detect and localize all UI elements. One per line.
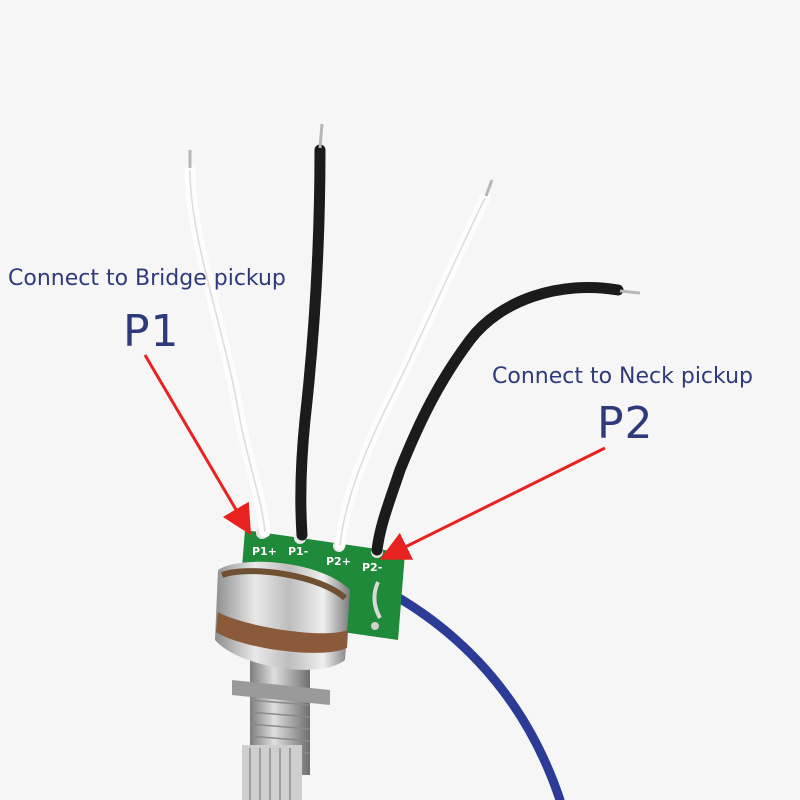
neck-pickup-caption: Connect to Neck pickup <box>492 364 754 389</box>
pad-label-p2minus: P2- <box>362 561 383 574</box>
wire-black-p1minus <box>295 144 326 541</box>
arrow-p1 <box>143 354 252 536</box>
pad-label-p1minus: P1- <box>288 545 309 558</box>
bridge-pickup-caption: Connect to Bridge pickup <box>8 266 286 291</box>
potentiometer <box>215 561 350 800</box>
pad-label-p2plus: P2+ <box>326 555 351 568</box>
wire-black-p2minus <box>371 282 624 556</box>
p2-label: P2 <box>597 398 654 449</box>
arrow-p2 <box>379 446 606 560</box>
wire-white-p2plus <box>334 192 491 551</box>
blue-wire <box>380 585 565 800</box>
pad-label-p1plus: P1+ <box>252 545 277 558</box>
p1-label: P1 <box>123 306 180 357</box>
